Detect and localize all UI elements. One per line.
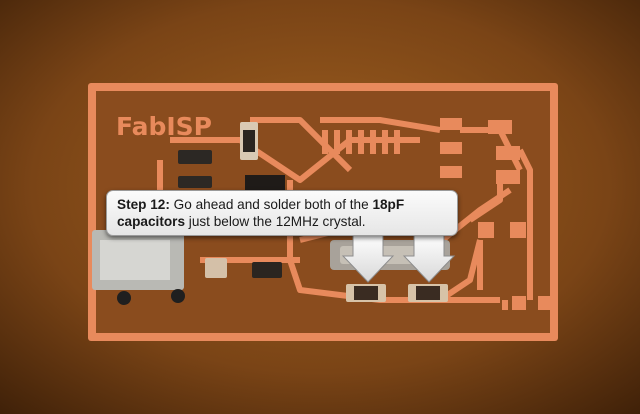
down-arrow-icon [341, 233, 395, 283]
instruction-callout: Step 12: Go ahead and solder both of the… [106, 190, 458, 236]
down-arrow-icon [402, 233, 456, 283]
instruction-text-end: just below the 12MHz crystal. [185, 214, 366, 229]
highlight-value: 18pF [372, 197, 405, 212]
board-label: FabISP [116, 112, 212, 141]
resistor-component [178, 150, 212, 164]
highlight-component: capacitors [117, 214, 186, 229]
step-label: Step 12: [117, 197, 170, 212]
instruction-text: Go ahead and solder both of the [169, 197, 373, 212]
